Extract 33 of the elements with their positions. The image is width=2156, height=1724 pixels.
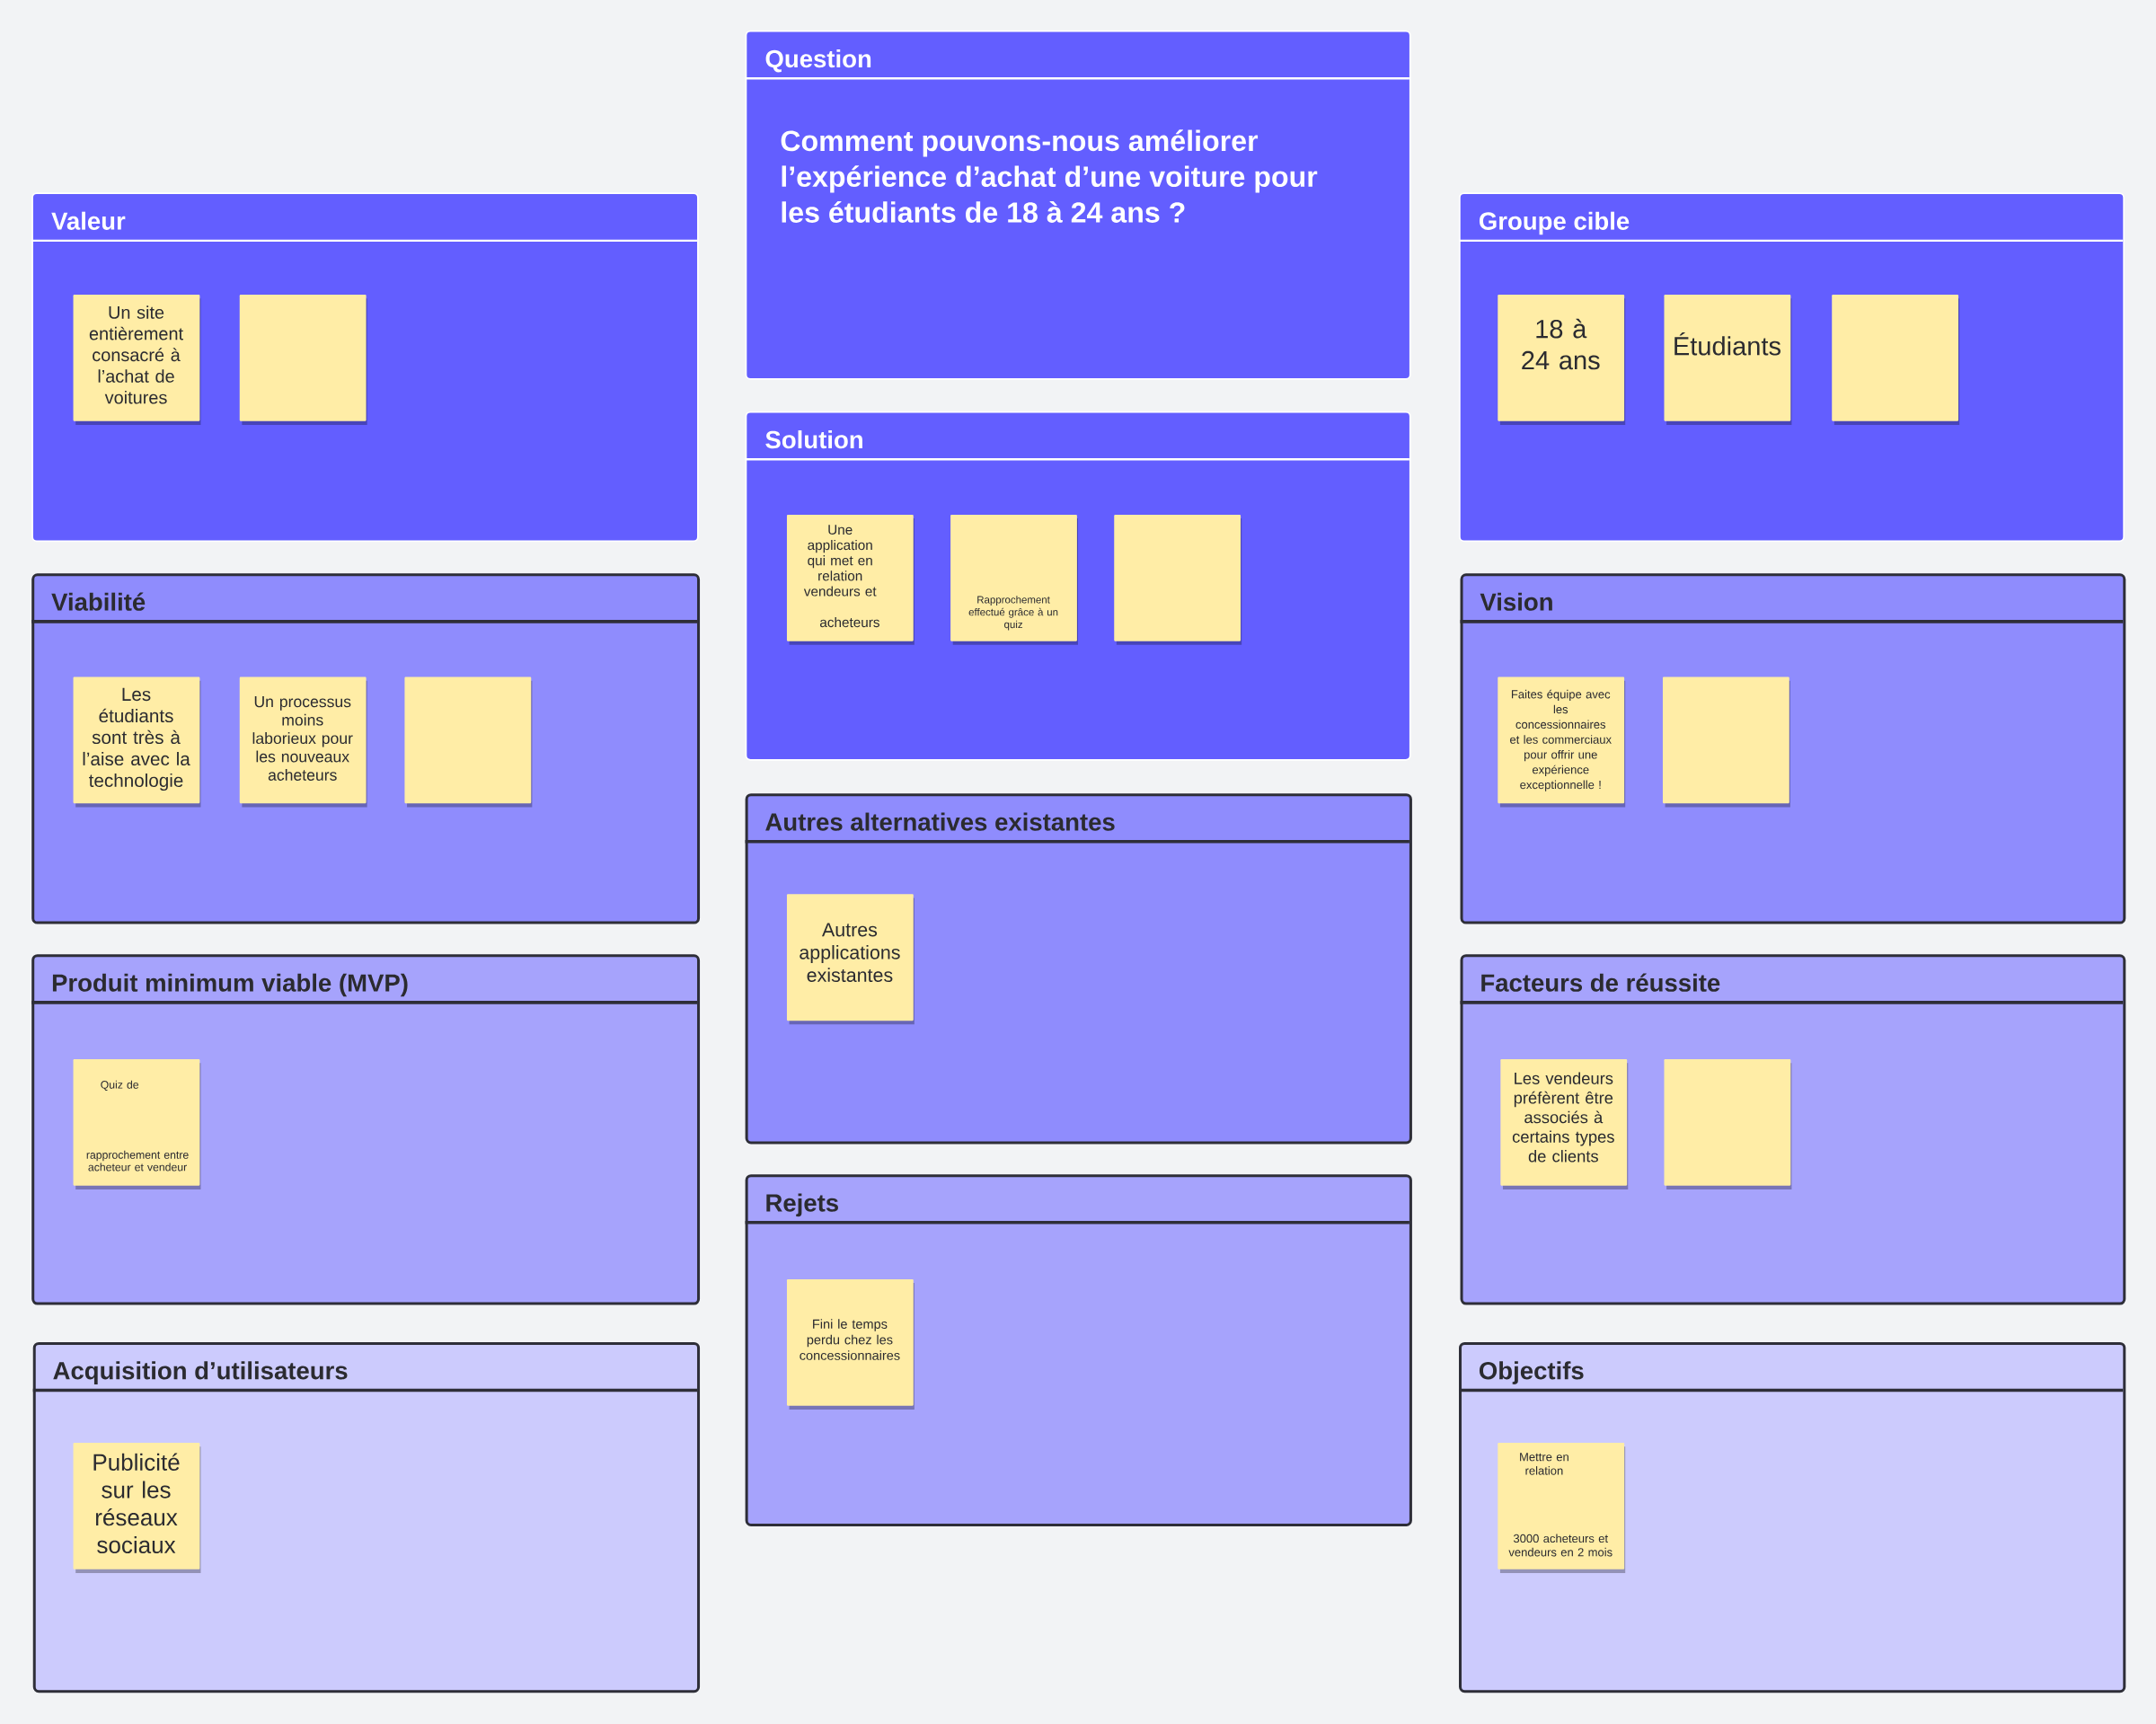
sticky-note [1832,294,1960,425]
sticky-note: 18 à 24 ans [1498,294,1626,425]
sticky-note: Les étudiants sont très à l’aise avec la technologie [73,676,201,808]
panel-heading: Rejets [766,1193,838,1216]
sticky-note: Rapprochement effectué grâce à un quiz [950,514,1078,645]
panel-heading: Solution [765,429,862,449]
sticky-note [404,676,533,808]
panel-heading: Question [765,49,871,73]
sticky-note: Une application qui met en relation vendeurs et acheteurs [786,514,915,645]
sticky-note [1664,1058,1792,1189]
panel-heading: Valeur [51,211,126,230]
sticky-note [1114,514,1242,645]
sticky-note: Mettre en relation 3000 acheteurs et vendeurs en 2 mois [1498,1442,1626,1573]
question-text: Comment pouvons-nous améliorer l’expérience d’achat d’une voiture pour les étudiants de 18 à 24 ans ? [781,129,1318,223]
panel-heading: Vision [1480,592,1552,611]
panel-heading: Viabilité [51,592,146,611]
panel-heading: Produit minimum viable (MVP) [52,973,408,997]
sticky-note [239,294,367,425]
panel-heading: Objectifs [1479,1361,1584,1384]
sticky-note: Autres applications existantes [786,894,915,1025]
sticky-note: Fini le temps perdu chez les concessionnaires [786,1278,915,1410]
panel-heading: Acquisition d’utilisateurs [53,1361,348,1384]
sticky-note: Quiz de rapprochement entre acheteur et vendeur [73,1058,201,1189]
sticky-note: Faites équipe avec les concessionnaires et les commerciaux pour offrir une expérience exceptionnelle ! [1498,676,1626,808]
sticky-note: Un processus moins laborieux pour les nouveaux acheteurs [239,676,367,808]
sticky-note: Publicité sur les réseaux sociaux [73,1442,201,1573]
sticky-note: Étudiants [1664,294,1792,425]
panel-heading: Autres alternatives existantes [765,812,1115,831]
panel-heading: Facteurs de réussite [1481,973,1720,992]
panel-heading: Groupe cible [1479,211,1630,235]
sticky-note [1662,676,1790,808]
sticky-note: Les vendeurs préfèrent être associés à certains types de clients [1500,1058,1629,1189]
sticky-note: Un site entièrement consacré à l’achat de voitures [73,294,201,425]
